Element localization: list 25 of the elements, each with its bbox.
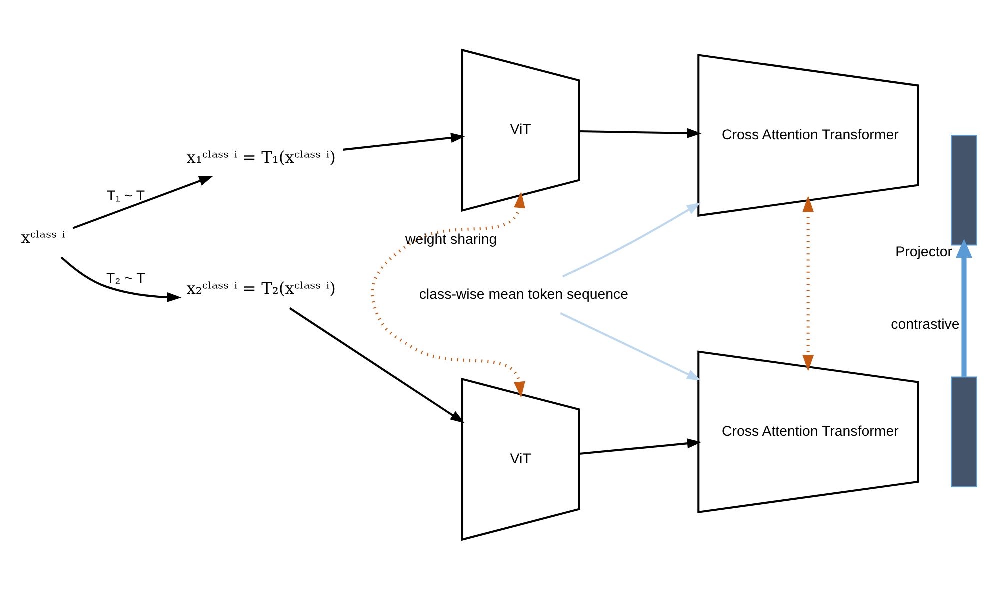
node-label: Projector: [895, 244, 952, 260]
arrow: [342, 132, 465, 150]
arrow: [802, 196, 814, 372]
arrow: [955, 238, 972, 376]
arrow: [578, 438, 702, 455]
edge-label: T₁ ~ T: [106, 188, 145, 204]
node-box: ViT: [460, 377, 580, 541]
node-box: ViT: [460, 48, 580, 212]
arrow: [72, 176, 213, 229]
arrow: [60, 256, 182, 302]
arrow: [578, 128, 702, 138]
arrow: [370, 191, 525, 398]
node-text: xᶜˡᵃˢˢ ⁱ: [20, 227, 66, 246]
arrow: [562, 202, 701, 278]
edge-label: contrastive: [890, 316, 960, 333]
node-box: [950, 134, 977, 246]
arrow: [560, 312, 701, 380]
node-text: class-wise mean token sequence: [418, 286, 628, 302]
node-box: Cross Attention Transformer: [697, 54, 919, 216]
arrow: [288, 307, 464, 423]
node-box: Cross Attention Transformer: [697, 350, 919, 514]
edge-label: T₂ ~ T: [106, 270, 145, 287]
node-text: x₂ᶜˡᵃˢˢ ⁱ = T₂(xᶜˡᵃˢˢ ⁱ): [186, 278, 336, 298]
node-bar: [950, 376, 977, 487]
node-text: x₁ᶜˡᵃˢˢ ⁱ = T₁(xᶜˡᵃˢˢ ⁱ): [186, 147, 336, 166]
